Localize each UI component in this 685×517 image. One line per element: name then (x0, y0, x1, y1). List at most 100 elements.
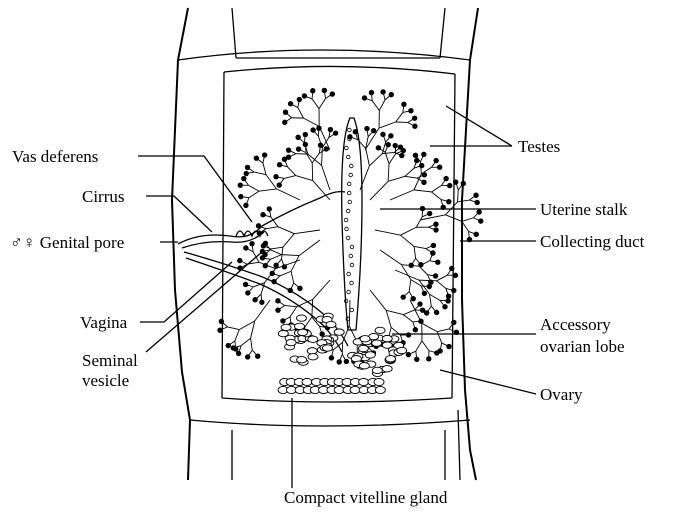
uterine-granule (350, 281, 354, 285)
ovary-lobule (372, 367, 382, 373)
uterine-granule (349, 164, 353, 168)
ovary-lobule (360, 336, 370, 342)
ovary-lobule (307, 348, 317, 354)
testis-branch (416, 217, 422, 227)
testis-dot (262, 152, 267, 157)
testis-dot (254, 155, 259, 160)
testis-dot (424, 310, 429, 315)
testis-dot (453, 273, 458, 278)
testis-branch (421, 167, 431, 174)
label-testes: Testes (518, 137, 560, 156)
uterine-granule (344, 218, 348, 222)
testis-dot (461, 181, 466, 186)
testis-dot (277, 182, 282, 187)
testis-dot (446, 199, 451, 204)
testis-dot (286, 155, 291, 160)
testis-dot (310, 88, 315, 93)
testis-dot (421, 152, 426, 157)
testis-dot (259, 300, 264, 305)
label-seminal-vesicle-1: Seminal (82, 351, 138, 370)
testis-branch (287, 167, 295, 176)
testis-branch (370, 290, 386, 310)
testis-dot (413, 153, 418, 158)
label-ovary: Ovary (540, 385, 583, 404)
testis-dot (437, 165, 442, 170)
testis-branch (283, 234, 294, 248)
uterine-granule (350, 308, 354, 312)
testis-branch (282, 247, 283, 259)
testis-branch (254, 172, 266, 175)
testis-dot (273, 174, 278, 179)
testis-dot (380, 132, 385, 137)
testis-dot (324, 146, 329, 151)
testis-branch (403, 310, 414, 315)
uterine-granule (349, 254, 353, 258)
testis-dot (446, 293, 451, 298)
testis-branch (270, 250, 281, 255)
testis-dot (260, 212, 265, 217)
ovary-lobule (375, 327, 385, 333)
testis-branch (422, 323, 437, 332)
testis-dot (243, 245, 248, 250)
testis-branch (419, 280, 437, 281)
testis-dot (401, 148, 406, 153)
testis-branch (299, 240, 320, 256)
testis-dot (414, 158, 419, 163)
ovary-lobule (322, 345, 332, 351)
testis-dot (406, 332, 411, 337)
testis-dot (433, 221, 438, 226)
uterine-granule (346, 155, 350, 159)
testis-dot (364, 126, 369, 131)
testis-dot (435, 260, 440, 265)
testis-branch (458, 200, 470, 202)
label-accessory-ovarian-lobe-2: ovarian lobe (540, 337, 625, 356)
testis-dot (245, 354, 250, 359)
uterine-granule (348, 200, 352, 204)
ovary-lobule (365, 352, 375, 358)
testis-branch (389, 154, 396, 164)
uterine-granule (347, 272, 351, 276)
testis-branch (414, 190, 432, 192)
testis-dot (238, 182, 243, 187)
testis-dot (422, 291, 427, 296)
testis-dot (447, 183, 452, 188)
testis-branch (249, 191, 259, 198)
testis-dot (388, 133, 393, 138)
testis-dot (369, 90, 374, 95)
testis-branch (388, 164, 389, 182)
label-accessory-ovarian-lobe-1: Accessory (540, 315, 611, 334)
uterine-granule (346, 209, 350, 213)
testes-branches (217, 88, 483, 365)
testis-dot (282, 120, 287, 125)
uterine-granule (345, 146, 349, 150)
testis-branch (296, 176, 313, 181)
testis-branch (430, 294, 432, 306)
testis-dot (219, 319, 224, 324)
vitelline-follicle (302, 378, 312, 385)
testis-branch (312, 99, 319, 109)
label-cirrus: Cirrus (82, 187, 125, 206)
testis-dot (474, 200, 479, 205)
testis-branch (280, 271, 291, 276)
testis-dot (431, 243, 436, 248)
testis-dot (241, 176, 246, 181)
testis-branch (390, 190, 414, 200)
testis-dot (286, 147, 291, 152)
testis-dot (427, 284, 432, 289)
testis-dot (421, 180, 426, 185)
testis-dot (401, 102, 406, 107)
label-collecting-duct: Collecting duct (540, 232, 645, 251)
testis-branch (432, 185, 442, 192)
testis-dot (433, 273, 438, 278)
uterine-granule (346, 236, 350, 240)
testis-branch (282, 255, 300, 256)
testis-branch (430, 294, 440, 300)
testis-branch (284, 176, 296, 179)
testis-dot (337, 359, 342, 364)
testis-dot (243, 203, 248, 208)
testis-branch (248, 185, 258, 191)
testis-branch (313, 280, 330, 299)
testis-dot (419, 163, 424, 168)
testis-branch (298, 108, 304, 119)
